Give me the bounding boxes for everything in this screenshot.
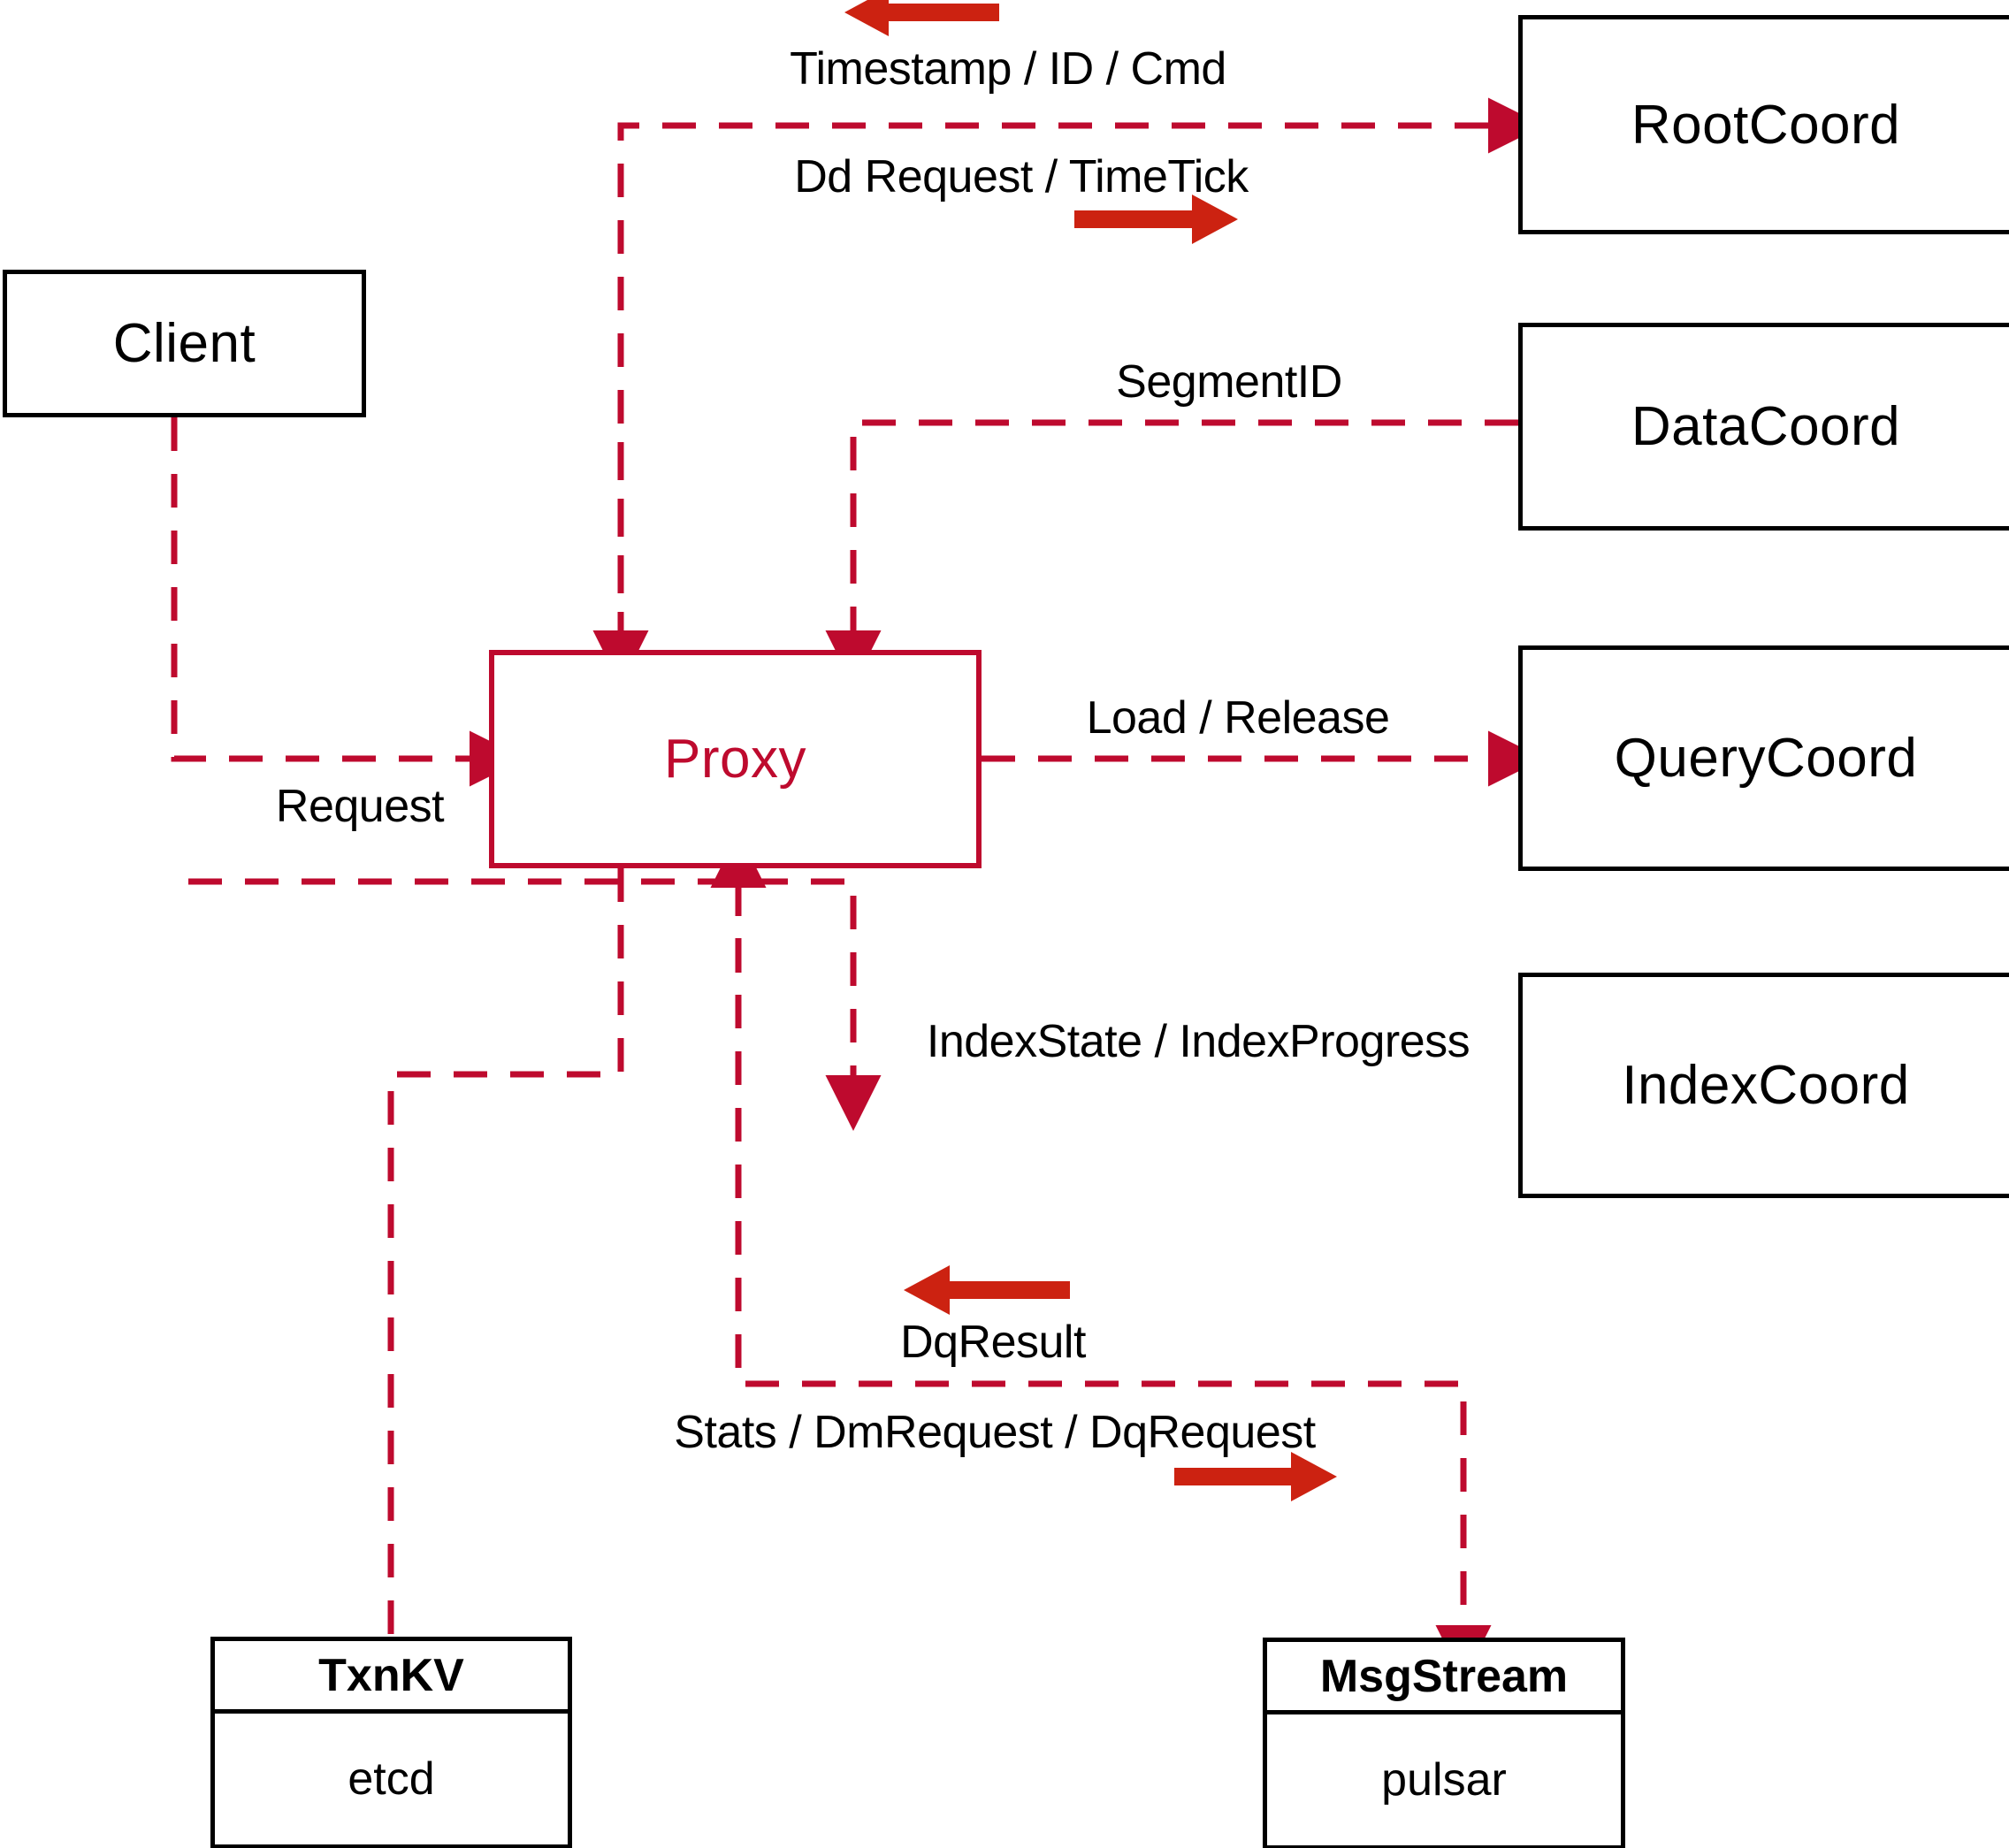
node-datacoord[interactable]: DataCoord	[1518, 323, 2009, 531]
node-txnkv-body-label: etcd	[348, 1753, 435, 1805]
edge-label-index-state-progress: IndexState / IndexProgress	[926, 1016, 1470, 1067]
direction-arrow-dqresult-left	[904, 1265, 1070, 1315]
direction-arrow-dqrequest-right	[1174, 1452, 1337, 1501]
edge-label-load-release: Load / Release	[1086, 692, 1390, 744]
edge-label-request: Request	[275, 781, 445, 832]
node-indexcoord-label: IndexCoord	[1622, 1055, 1910, 1116]
edge-client-proxy	[171, 417, 525, 787]
node-client-label: Client	[112, 313, 256, 374]
edge-label-stats-dm-dq-request: Stats / DmRequest / DqRequest	[674, 1407, 1316, 1458]
node-client[interactable]: Client	[3, 270, 366, 417]
node-rootcoord-label: RootCoord	[1631, 94, 1901, 156]
edge-datacoord-proxy	[825, 419, 1518, 686]
direction-arrow-timestamp-left	[844, 0, 999, 36]
node-proxy[interactable]: Proxy	[489, 650, 982, 868]
edge-proxy-rootcoord	[592, 97, 1544, 686]
edge-indexcoord-proxy	[188, 878, 882, 1131]
node-proxy-label: Proxy	[664, 729, 806, 790]
node-rootcoord[interactable]: RootCoord	[1518, 15, 2009, 234]
node-txnkv-body: etcd	[215, 1714, 568, 1844]
node-querycoord[interactable]: QueryCoord	[1518, 645, 2009, 871]
node-msgstream-header-label: MsgStream	[1319, 1650, 1569, 1702]
edge-label-dq-result: DqResult	[900, 1317, 1086, 1368]
edge-label-dd-request-timetick: Dd Request / TimeTick	[794, 151, 1249, 202]
node-txnkv-header: TxnKV	[215, 1641, 568, 1714]
node-msgstream[interactable]: MsgStream pulsar	[1263, 1638, 1625, 1848]
edge-label-segment-id: SegmentID	[1116, 356, 1342, 408]
node-querycoord-label: QueryCoord	[1614, 728, 1918, 789]
edge-label-timestamp-id-cmd: Timestamp / ID / Cmd	[790, 43, 1226, 95]
node-msgstream-body-label: pulsar	[1381, 1754, 1507, 1806]
node-datacoord-label: DataCoord	[1631, 396, 1901, 457]
edge-proxy-txnkv	[387, 868, 624, 1637]
edge-proxy-msgstream	[710, 832, 1492, 1681]
node-msgstream-body: pulsar	[1267, 1714, 1621, 1845]
node-msgstream-header: MsgStream	[1267, 1642, 1621, 1714]
node-txnkv-header-label: TxnKV	[318, 1649, 464, 1701]
direction-arrow-ddrequest-right	[1074, 195, 1238, 244]
node-indexcoord[interactable]: IndexCoord	[1518, 973, 2009, 1198]
node-txnkv[interactable]: TxnKV etcd	[210, 1637, 572, 1848]
